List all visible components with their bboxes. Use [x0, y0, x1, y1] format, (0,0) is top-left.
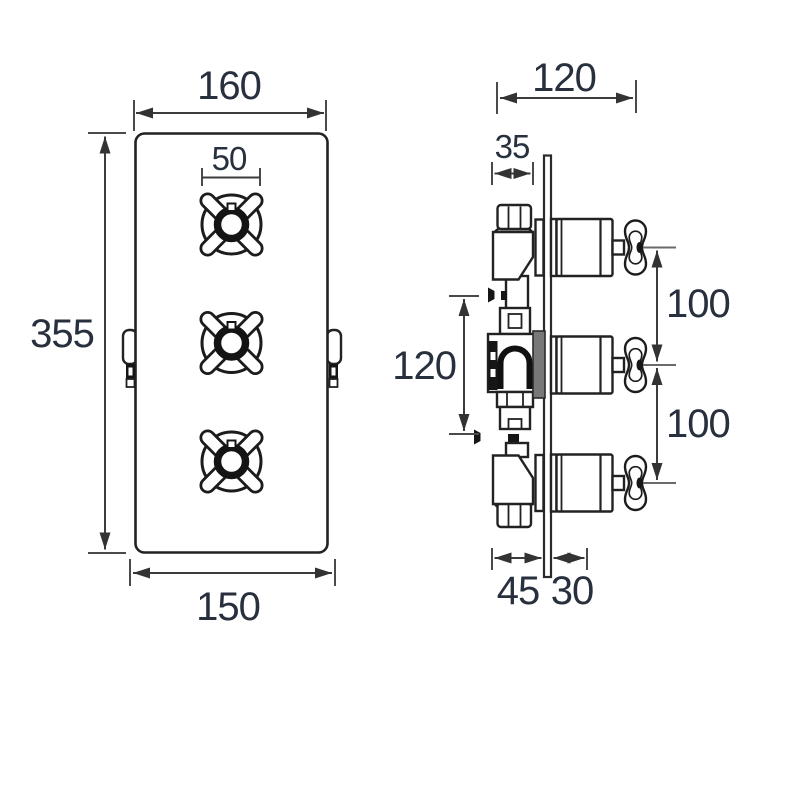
- dimension-width-bottom: 150: [129, 559, 336, 629]
- dimension-handle-spacing-lower: 100: [643, 368, 731, 484]
- crosshead-handle-bottom: [198, 428, 265, 495]
- service-knob-upper: [488, 287, 507, 303]
- dimension-height-label: 355: [30, 312, 94, 356]
- mounting-tab-right-foot: [328, 364, 339, 388]
- dimension-body-height-label: 120: [392, 344, 456, 388]
- dimension-depth-overall: 120: [496, 56, 637, 114]
- mounting-tab-right: [325, 328, 343, 366]
- dimension-handle-spacing-lower-label: 100: [666, 402, 730, 446]
- dimension-projection: 30: [551, 552, 594, 613]
- dimension-handle-pitch-label: 50: [212, 140, 247, 177]
- dimension-body-height: 120: [392, 295, 479, 435]
- dimension-handle-pitch: 50: [201, 140, 261, 186]
- mounting-tab-left-foot: [125, 364, 136, 388]
- dimension-height: 355: [30, 132, 126, 554]
- valve-cartridge-middle: [534, 335, 648, 395]
- valve-cartridge-bottom: [534, 453, 648, 513]
- side-view: 120 35 120 100 100 45: [392, 56, 731, 613]
- dimension-recess-depth: 45: [491, 548, 588, 613]
- thermostat-body-middle: [486, 306, 537, 431]
- dimension-width-bottom-label: 150: [196, 585, 260, 629]
- inlet-body-top: [491, 203, 535, 312]
- valve-cartridge-top: [534, 217, 648, 278]
- middle-flange-shaded: [532, 330, 546, 399]
- dimension-depth-rear-min: 35: [491, 128, 534, 185]
- dimension-depth-overall-label: 120: [532, 56, 596, 100]
- inlet-body-bottom: [491, 441, 535, 529]
- front-view: 160 50 355 150: [30, 64, 343, 629]
- crosshead-handle-middle: [198, 310, 265, 377]
- dimension-projection-label: 30: [551, 569, 594, 613]
- crosshead-handle-top: [198, 191, 265, 258]
- dimension-width-top: 160: [133, 64, 327, 131]
- dimension-depth-rear-min-label: 35: [495, 128, 530, 165]
- dimension-handle-spacing-upper-label: 100: [666, 282, 730, 326]
- dimension-recess-depth-label: 45: [497, 569, 540, 613]
- dimension-handle-spacing-upper: 100: [643, 246, 731, 366]
- dimension-width-top-label: 160: [197, 64, 261, 108]
